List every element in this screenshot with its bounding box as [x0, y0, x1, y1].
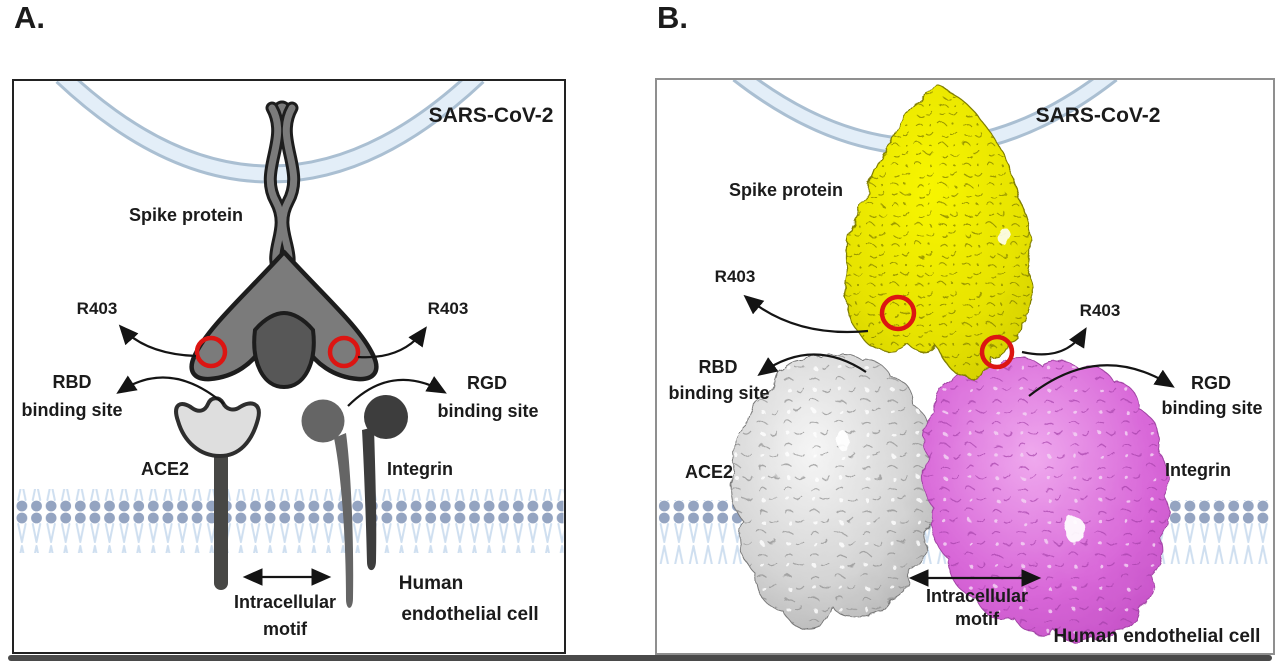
- r403-highlight-ring-a-left: [194, 335, 228, 369]
- virus-label-a: SARS-CoV-2: [428, 104, 554, 127]
- intracellular-label-b-line1: Intracellular: [925, 586, 1029, 606]
- r403-arrow-a-left: [118, 324, 197, 358]
- integrin-label-a: Integrin: [387, 459, 453, 479]
- ace2-surface: [730, 353, 937, 631]
- intracellular-label-a-line2: motif: [263, 619, 307, 639]
- spike-protein-cartoon: [189, 100, 379, 390]
- panel-a-graphics: [14, 81, 564, 608]
- integrin-label-b: Integrin: [1165, 460, 1231, 480]
- ace2-cartoon: [174, 396, 261, 590]
- spike-label-a: Spike protein: [128, 205, 244, 225]
- rbd-site-label-a-line2: binding site: [21, 400, 123, 420]
- rgd-binding-site-arrow-b: [1028, 364, 1175, 397]
- rgd-site-label-b-line2: binding site: [1161, 398, 1263, 418]
- rgd-site-label-a-line2: binding site: [437, 401, 539, 421]
- cell-label-a-line1: Human: [398, 573, 464, 594]
- panel-a-letter: A.: [14, 0, 45, 35]
- r403-label-b-right: R403: [1079, 301, 1121, 320]
- intracellular-label-a-line1: Intracellular: [233, 592, 337, 612]
- cell-label-b: Human endothelial cell: [1053, 626, 1261, 647]
- virus-label-b: SARS-CoV-2: [1035, 104, 1161, 127]
- intracellular-label-b-line2: motif: [955, 609, 999, 629]
- rbd-site-label-b-line2: binding site: [668, 383, 770, 403]
- rgd-site-label-a-line1: RGD: [467, 373, 507, 393]
- r403-label-a-left: R403: [76, 299, 118, 318]
- rbd-site-label-a-line1: RBD: [52, 372, 92, 392]
- ace2-label-a: ACE2: [140, 459, 190, 479]
- r403-arrow-b-right: [1021, 327, 1087, 356]
- panel-a-arrows: [116, 324, 447, 586]
- rgd-site-label-b-line1: RGD: [1191, 373, 1231, 393]
- screenshot-bottom-edge-bar: [8, 655, 1272, 661]
- r403-label-a-right: R403: [427, 299, 469, 318]
- r403-arrow-a-right: [357, 326, 427, 359]
- spike-protein-surface: [845, 85, 1032, 378]
- r403-highlight-ring-b-left: [879, 294, 917, 332]
- r403-highlight-ring-a-right: [327, 335, 361, 369]
- rbd-binding-site-arrow-a: [116, 375, 225, 405]
- panel-b-arrows: [743, 294, 1175, 587]
- ace2-label-b: ACE2: [684, 462, 734, 482]
- rbd-site-label-b-line1: RBD: [698, 357, 738, 377]
- spike-label-b: Spike protein: [728, 180, 844, 200]
- panel-b-letter: B.: [657, 0, 688, 35]
- r403-arrow-b-left: [743, 294, 869, 334]
- cell-label-a-line2: endothelial cell: [401, 604, 539, 625]
- rbd-binding-site-arrow-b: [757, 353, 867, 376]
- cell-membrane-a: [14, 489, 564, 553]
- panel-b-graphics: [658, 80, 1272, 642]
- r403-highlight-ring-b-right: [979, 334, 1015, 370]
- r403-label-b-left: R403: [714, 267, 756, 286]
- integrin-cartoon: [301, 395, 408, 608]
- rgd-binding-site-arrow-a: [347, 376, 447, 407]
